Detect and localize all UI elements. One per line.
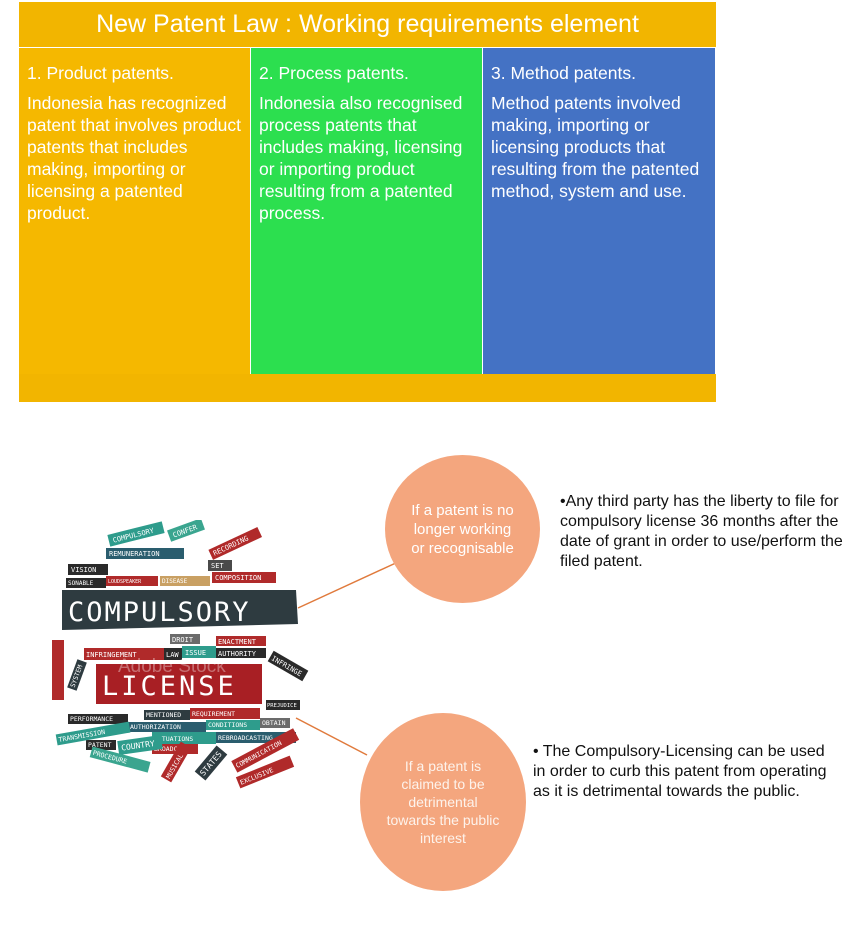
word-tag: SITUATIONS: [154, 735, 193, 743]
connector-line-top: [297, 561, 399, 609]
word-tag: ENACTMENT: [218, 638, 257, 646]
column-heading: 2. Process patents.: [259, 63, 409, 83]
word-tag: SET: [211, 562, 224, 570]
license-banner-shape: [96, 664, 262, 704]
word-tag: SYSTEM: [69, 664, 85, 689]
product-patents-column: 1. Product patents. Indonesia has recogn…: [19, 48, 250, 374]
word-tag: AUTHORIZATION: [130, 723, 181, 731]
slide-title-banner: New Patent Law : Working requirements el…: [19, 2, 716, 47]
bottom-bar: [19, 374, 716, 402]
adobe-stock-watermark: Adobe Stock: [118, 656, 226, 677]
word-tag: DISEASE: [162, 578, 188, 585]
word-tag: INFRINGEMENT: [86, 651, 137, 659]
column-body: Indonesia has recognized patent that inv…: [27, 93, 242, 223]
word-tag: MENTIONED: [146, 711, 181, 719]
word-tag: BROADCAST: [154, 745, 189, 753]
license-word: LICENSE: [102, 671, 237, 702]
word-tag: PATENT: [88, 741, 112, 749]
column-body: Method patents involved making, importin…: [491, 93, 700, 201]
bubble-not-working: If a patent is no longer working or reco…: [385, 455, 540, 603]
word-tag: OBTAIN: [262, 719, 286, 727]
word-tag: ISSUE: [185, 649, 206, 657]
column-heading: 1. Product patents.: [27, 63, 174, 83]
word-tag: DROIT: [172, 636, 194, 644]
word-tag: COMPOSITION: [215, 574, 261, 582]
slide-title: New Patent Law : Working requirements el…: [96, 10, 639, 38]
word-tag: REMUNERATION: [109, 550, 160, 558]
connector-line-bottom: [295, 717, 368, 756]
bubble-label: If a patent is claimed to be detrimental…: [386, 758, 500, 846]
column-body: Indonesia also recognised process patent…: [259, 93, 463, 223]
word-tag: AUTHORITY: [218, 650, 257, 658]
word-tag: LOUDSPEAKER: [108, 579, 142, 585]
word-tag: REBROADCASTING: [218, 734, 273, 742]
word-tag: REQUIREMENT: [192, 710, 235, 718]
word-tag: SONABLE: [68, 580, 94, 587]
compulsory-license-wordcloud: COMPULSORY CONFER RECORDING REMUNERATION…: [52, 520, 309, 789]
word-tag: PERFORMANCE: [70, 715, 113, 723]
note-compulsory-licensing: • The Compulsory-Licensing can be used i…: [533, 743, 827, 800]
column-heading: 3. Method patents.: [491, 63, 636, 83]
compulsory-word: COMPULSORY: [68, 597, 251, 628]
word-tag: LAW: [166, 651, 179, 659]
bubble-label: If a patent is no longer working or reco…: [411, 501, 514, 557]
process-patents-column: 2. Process patents. Indonesia also recog…: [251, 48, 482, 374]
word-tag: PREJUDICE: [267, 703, 297, 709]
bubble-detrimental: If a patent is claimed to be detrimental…: [360, 713, 526, 891]
word-tag: VISION: [71, 566, 96, 574]
note-third-party: •Any third party has the liberty to file…: [560, 493, 843, 570]
compulsory-banner-shape: [62, 590, 298, 630]
word-tag: CONDITIONS: [208, 721, 247, 729]
method-patents-column: 3. Method patents. Method patents involv…: [483, 48, 715, 374]
